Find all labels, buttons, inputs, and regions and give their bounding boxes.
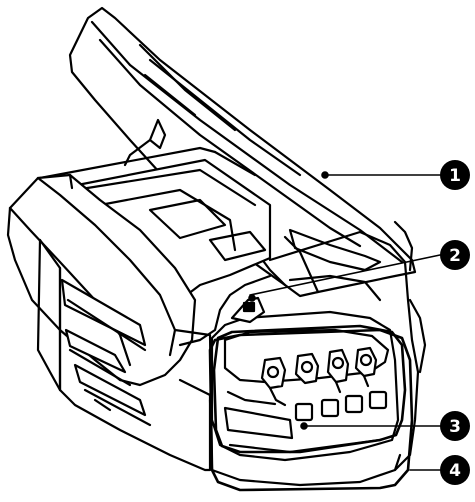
ink-tank-unit [210,296,400,462]
svg-text:2: 2 [449,246,461,266]
callout-3: 3 [440,411,470,441]
ink-tank-unit-cover-highlight [212,324,407,454]
svg-text:1: 1 [449,166,461,186]
leader-line-2 [249,254,441,296]
ink-tank-unit-highlight [208,328,414,492]
callout-4: 4 [440,455,470,485]
leader-lines [248,171,441,471]
scanner-lid [68,6,417,298]
highlight-boxes [208,324,414,492]
callout-1: 1 [440,160,470,190]
svg-text:4: 4 [449,461,461,481]
ink-caps [260,346,378,407]
svg-text:3: 3 [449,417,461,437]
callout-2: 2 [440,240,470,270]
printer-body [6,146,427,487]
